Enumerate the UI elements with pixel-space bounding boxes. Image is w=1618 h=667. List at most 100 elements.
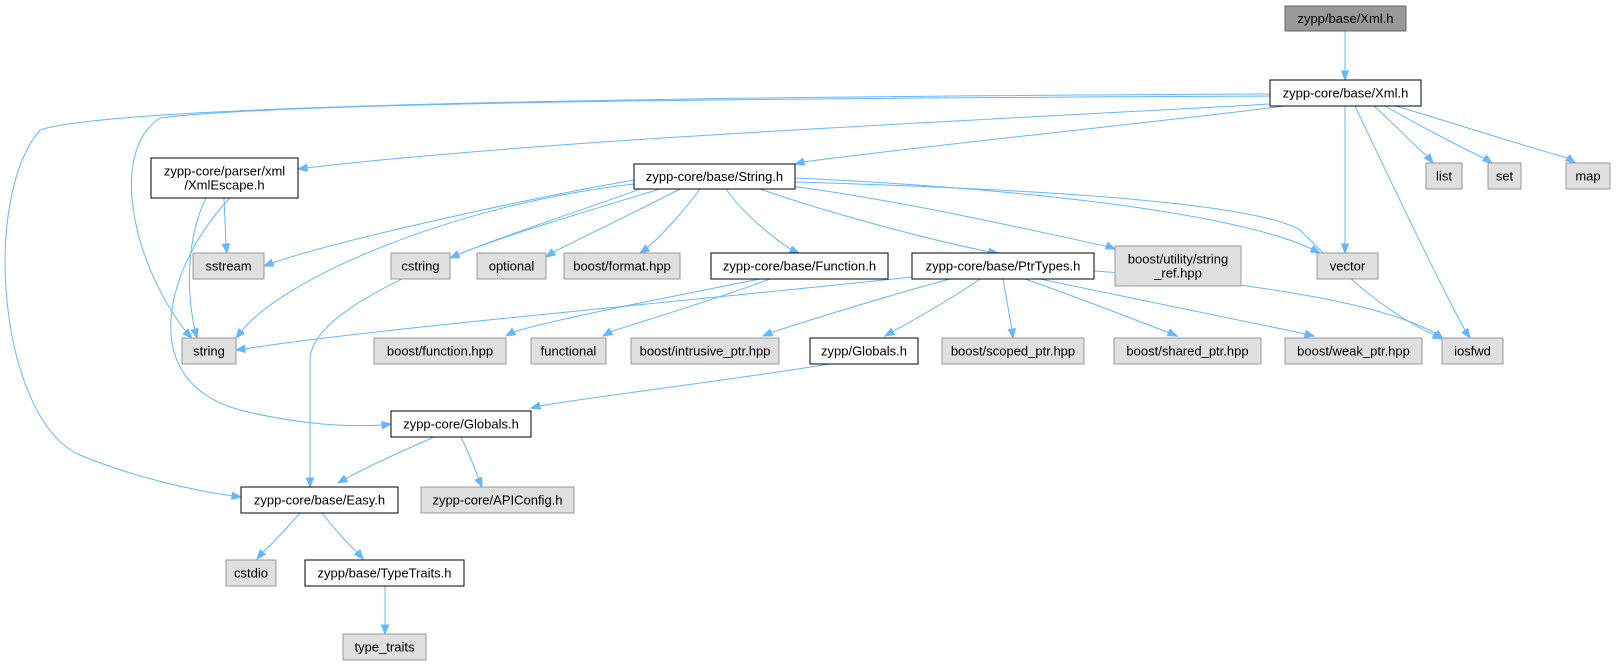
node-sstream: sstream bbox=[192, 252, 265, 280]
node-box bbox=[390, 252, 451, 280]
edge-core_xml-to-xmlescape bbox=[296, 103, 1271, 173]
node-label: zypp/base/TypeTraits.h bbox=[318, 566, 452, 581]
edge-core_globals-to-apiconfig bbox=[460, 436, 483, 489]
node-typetraits-h[interactable]: zypp/base/TypeTraits.h bbox=[304, 559, 465, 587]
node-label: sstream bbox=[205, 259, 251, 274]
arrowhead-icon bbox=[256, 548, 267, 561]
arrowhead-icon bbox=[1303, 329, 1316, 338]
arrowhead-icon bbox=[235, 327, 246, 340]
node-string-h[interactable]: zypp-core/base/String.h bbox=[633, 163, 796, 190]
edge-line bbox=[1384, 105, 1487, 160]
node-optional: optional bbox=[476, 252, 547, 280]
arrowhead-icon bbox=[1007, 328, 1017, 340]
edge-string_h-to-ptrtypes_h bbox=[759, 188, 1000, 257]
node-box bbox=[1441, 337, 1504, 365]
node-box bbox=[1565, 162, 1611, 190]
node-box bbox=[809, 337, 919, 365]
node-label: map bbox=[1575, 169, 1600, 184]
arrowhead-icon bbox=[221, 243, 231, 255]
edge-core_globals-to-easy_h bbox=[336, 436, 435, 484]
node-scoped-ptr: boost/scoped_ptr.hpp bbox=[941, 337, 1085, 365]
arrowhead-icon bbox=[305, 477, 315, 489]
arrowhead-icon bbox=[601, 327, 614, 337]
edge-zypp_globals-to-core_globals bbox=[529, 363, 831, 410]
edge-core_xml-to-string bbox=[131, 95, 1271, 339]
node-box bbox=[373, 337, 507, 365]
edge-line bbox=[1395, 105, 1569, 159]
node-box bbox=[911, 252, 1095, 280]
node-xmlescape[interactable]: zypp-core/parser/xml/XmlEscape.h bbox=[150, 157, 299, 199]
edge-line bbox=[131, 95, 1271, 334]
node-label: zypp-core/Globals.h bbox=[403, 417, 519, 432]
arrowhead-icon bbox=[296, 163, 308, 173]
edge-core_xml-to-set bbox=[1384, 105, 1494, 164]
node-box bbox=[1269, 79, 1422, 107]
node-box bbox=[1316, 252, 1379, 280]
node-box bbox=[1425, 162, 1463, 190]
edge-ptrtypes_h-to-scoped_ptr bbox=[1002, 278, 1017, 340]
arrowhead-icon bbox=[638, 244, 651, 254]
edge-line bbox=[309, 188, 641, 479]
edge-ptrtypes_h-to-shared_ptr bbox=[1024, 278, 1179, 337]
node-box bbox=[192, 252, 265, 280]
node-box bbox=[181, 337, 237, 365]
node-box bbox=[633, 163, 796, 190]
edge-line bbox=[769, 278, 951, 334]
edge-xmlescape-to-sstream bbox=[221, 197, 231, 255]
node-core-globals[interactable]: zypp-core/Globals.h bbox=[390, 410, 532, 438]
edge-ptrtypes_h-to-string bbox=[234, 276, 913, 354]
edge-line bbox=[1373, 105, 1429, 158]
edge-string_h-to-function_h bbox=[725, 188, 801, 254]
node-vector: vector bbox=[1316, 252, 1379, 280]
node-label: boost/weak_ptr.hpp bbox=[1297, 344, 1410, 359]
arrowhead-icon bbox=[883, 327, 896, 337]
edge-line bbox=[261, 512, 301, 554]
edge-core_xml-to-string_h bbox=[793, 105, 1286, 166]
node-label: iosfwd bbox=[1454, 344, 1491, 359]
node-box bbox=[1114, 245, 1242, 287]
node-box bbox=[1487, 162, 1522, 190]
arrowhead-icon bbox=[262, 258, 275, 267]
node-label: zypp-core/base/Easy.h bbox=[254, 493, 385, 508]
edge-string_h-to-optional bbox=[544, 188, 681, 258]
edge-line bbox=[538, 363, 831, 407]
edge-string_h-to-cstring bbox=[448, 188, 661, 259]
edge-line bbox=[170, 197, 384, 427]
edge-xmlescape-to-string bbox=[188, 197, 207, 340]
node-label: optional bbox=[489, 259, 535, 274]
arrowhead-icon bbox=[1432, 329, 1445, 340]
node-label: vector bbox=[1330, 259, 1366, 274]
arrowhead-icon bbox=[381, 420, 393, 430]
node-label: zypp-core/parser/xml bbox=[164, 164, 285, 179]
node-ptrtypes-h[interactable]: zypp-core/base/PtrTypes.h bbox=[911, 252, 1095, 280]
arrowhead-icon bbox=[182, 328, 193, 339]
edge-line bbox=[645, 188, 701, 250]
node-box bbox=[1284, 337, 1423, 365]
edge-line bbox=[456, 188, 661, 256]
edge-line bbox=[794, 181, 1437, 337]
node-zypp-globals[interactable]: zypp/Globals.h bbox=[809, 337, 919, 365]
node-easy-h[interactable]: zypp-core/base/Easy.h bbox=[240, 486, 399, 514]
node-box bbox=[150, 157, 299, 199]
node-core-xml[interactable]: zypp-core/base/Xml.h bbox=[1269, 79, 1422, 107]
edge-line bbox=[344, 436, 435, 480]
edge-ptrtypes_h-to-weak_ptr bbox=[1039, 278, 1316, 338]
node-function-h[interactable]: zypp-core/base/Function.h bbox=[710, 252, 889, 280]
node-label: cstring bbox=[401, 259, 439, 274]
node-box bbox=[390, 410, 532, 438]
edge-typetraits_h-to-type_traits bbox=[380, 586, 390, 636]
node-label: zypp-core/base/Xml.h bbox=[1283, 86, 1409, 101]
node-intrusive-ptr: boost/intrusive_ptr.hpp bbox=[630, 337, 780, 365]
node-label: boost/function.hpp bbox=[387, 344, 493, 359]
edge-xmlescape-to-core_globals bbox=[170, 197, 393, 430]
edge-core_xml-to-list bbox=[1373, 105, 1434, 165]
arrowhead-icon bbox=[353, 548, 364, 561]
node-box bbox=[1113, 337, 1262, 365]
node-label: cstdio bbox=[234, 566, 268, 581]
node-box bbox=[240, 486, 399, 514]
node-label: type_traits bbox=[355, 640, 415, 655]
node-label: /XmlEscape.h bbox=[184, 178, 264, 193]
node-label: zypp/Globals.h bbox=[821, 344, 907, 359]
node-label: zypp-core/base/PtrTypes.h bbox=[926, 259, 1081, 274]
node-zypp-xml[interactable]: zypp/base/Xml.h bbox=[1284, 5, 1407, 32]
